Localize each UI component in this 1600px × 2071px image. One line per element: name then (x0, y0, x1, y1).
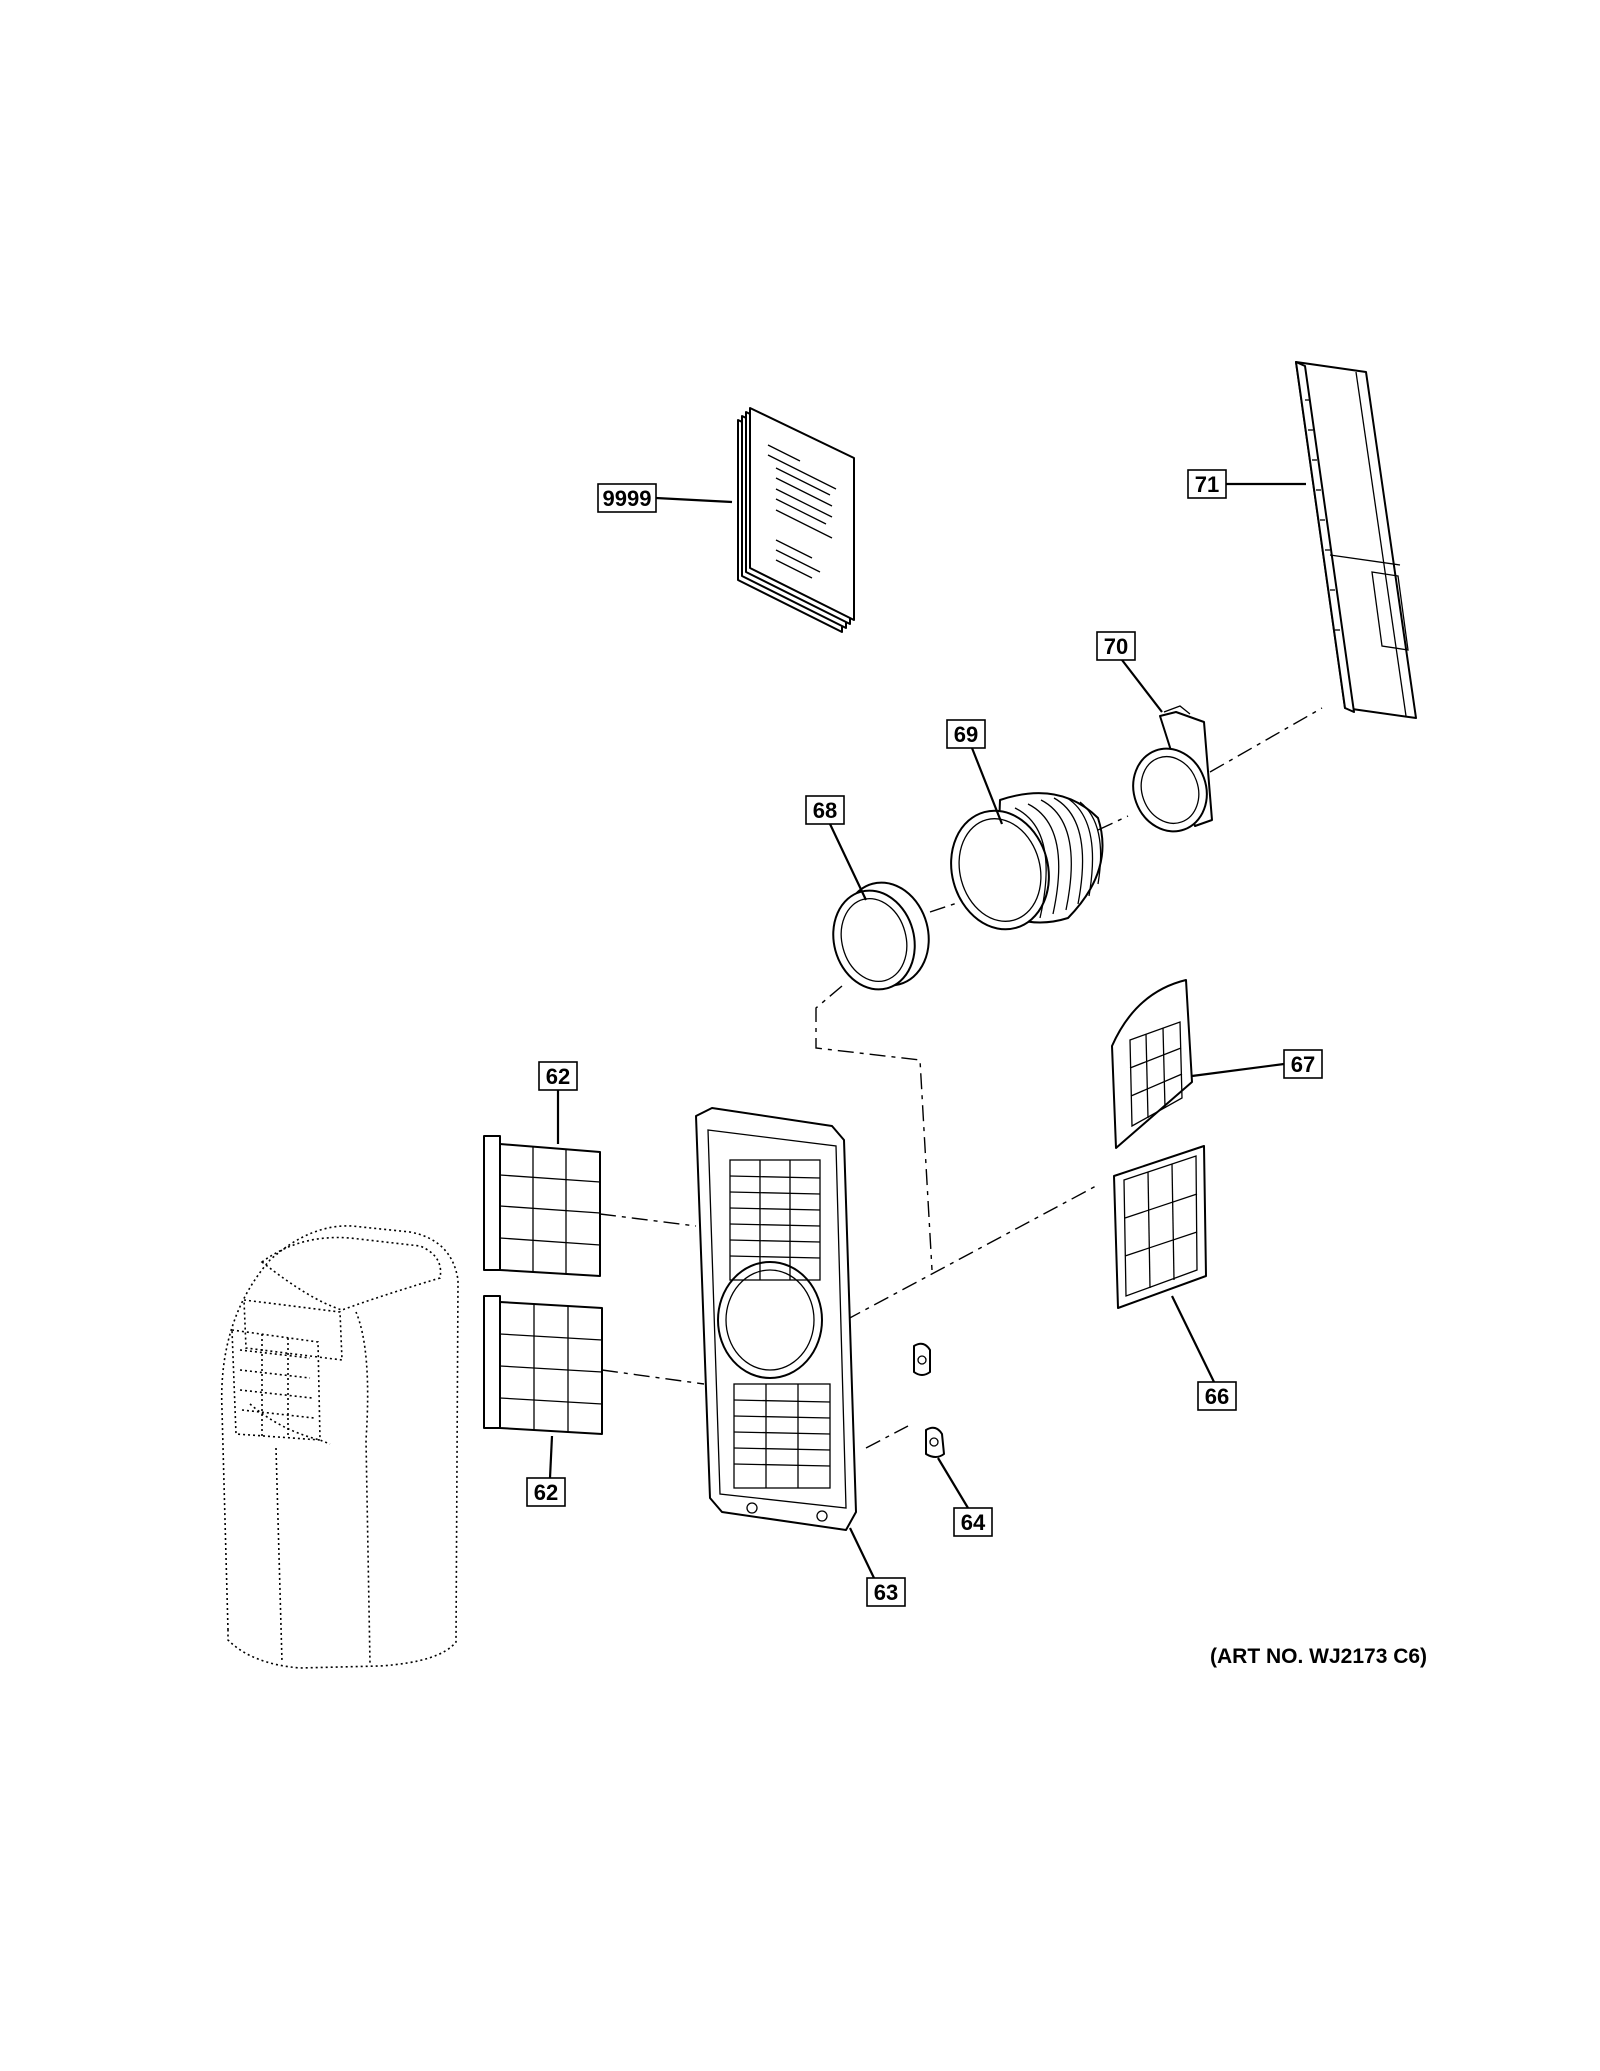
callout-64[interactable]: 64 (953, 1507, 993, 1537)
assembly-line-66-panel (845, 1185, 1097, 1321)
leader-68 (829, 823, 867, 901)
leader-69 (970, 747, 1004, 825)
callout-62-lower-label: 62 (534, 1480, 558, 1505)
manual-booklet-part-9999 (737, 407, 855, 633)
callout-70-label: 70 (1104, 634, 1128, 659)
leader-9999 (655, 496, 733, 504)
callout-70[interactable]: 70 (1096, 631, 1136, 661)
callout-62-upper-label: 62 (546, 1064, 570, 1089)
callout-62-upper[interactable]: 62 (538, 1061, 578, 1091)
clip-lower-part-64 (925, 1426, 945, 1458)
hose-ring-part-68 (832, 881, 930, 991)
assembly-line-69-70 (1097, 815, 1129, 831)
leader-70 (1121, 659, 1163, 713)
callout-67[interactable]: 67 (1283, 1049, 1323, 1079)
callout-63-label: 63 (874, 1580, 898, 1605)
assembly-line-70-71 (1209, 707, 1323, 773)
callout-71-label: 71 (1195, 472, 1219, 497)
callout-71[interactable]: 71 (1187, 469, 1227, 499)
callout-9999[interactable]: 9999 (597, 483, 657, 513)
assembly-line-64 (865, 1425, 909, 1449)
callout-68-label: 68 (813, 798, 837, 823)
callout-69-label: 69 (954, 722, 978, 747)
callout-62-lower[interactable]: 62 (526, 1477, 566, 1507)
assembly-line-68-69 (929, 901, 961, 913)
clip-upper-part-64 (913, 1342, 931, 1376)
window-panel-part-71 (1295, 361, 1417, 719)
callout-66-label: 66 (1205, 1384, 1229, 1409)
leader-64 (937, 1457, 969, 1509)
assembly-line-62-upper (599, 1213, 697, 1227)
art-number: (ART NO. WJ2173 C6) (1210, 1645, 1428, 1668)
assembly-line-68-panel (815, 985, 933, 1271)
callout-68[interactable]: 68 (805, 795, 845, 825)
exhaust-hose-part-69 (950, 792, 1104, 931)
front-filter-upper-part-62 (483, 1135, 601, 1277)
upper-filter-part-67 (1111, 979, 1193, 1149)
callout-69[interactable]: 69 (946, 719, 986, 749)
callout-66[interactable]: 66 (1197, 1381, 1237, 1411)
front-filter-lower-part-62 (483, 1295, 603, 1435)
callout-63[interactable]: 63 (866, 1577, 906, 1607)
leader-67 (1191, 1062, 1285, 1078)
assembly-line-62-lower (601, 1369, 705, 1385)
leader-62-lower (548, 1435, 554, 1479)
phantom-ac-unit (220, 1225, 459, 1669)
callout-9999-label: 9999 (603, 486, 652, 511)
rear-panel-part-63 (695, 1107, 857, 1531)
exhaust-adapter-part-70 (1132, 705, 1213, 833)
leader-63 (849, 1527, 875, 1579)
leader-66 (1171, 1295, 1215, 1383)
lower-filter-part-66 (1113, 1145, 1207, 1309)
callout-64-label: 64 (961, 1510, 986, 1535)
callout-67-label: 67 (1291, 1052, 1315, 1077)
